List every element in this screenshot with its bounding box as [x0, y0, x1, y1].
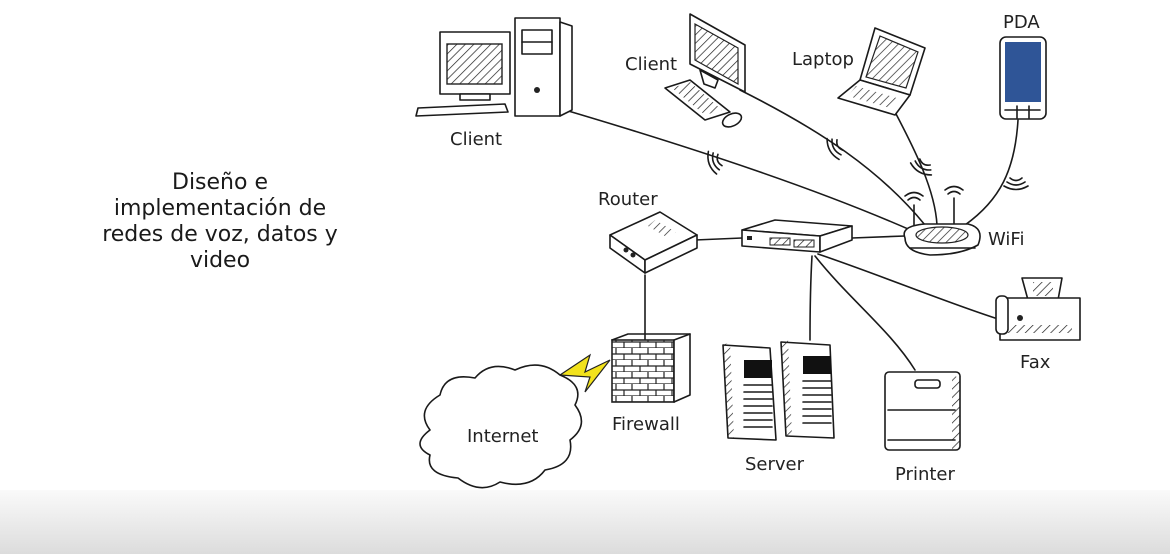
wireless-signal-icon	[1003, 177, 1029, 191]
laptop-label: Laptop	[792, 49, 854, 70]
desktop-computer-icon	[415, 17, 573, 117]
wifi-node[interactable]: WiFi	[903, 185, 1024, 256]
fax-icon	[995, 277, 1081, 341]
link-switch-wifi	[851, 235, 906, 239]
link-switch-server	[809, 255, 813, 341]
link-switch-printer	[814, 255, 916, 371]
bottom-gradient-band	[0, 490, 1170, 554]
wireless-signals	[707, 137, 1029, 191]
monitor-keyboard-icon	[664, 13, 746, 128]
printer-label: Printer	[895, 464, 955, 485]
internet-node[interactable]: Internet	[419, 364, 583, 489]
wifi-label: WiFi	[988, 229, 1024, 250]
network-switch-icon	[741, 219, 853, 253]
wireless-signal-icon	[909, 158, 933, 176]
title-line: redes de voz, datos y	[102, 222, 338, 247]
server-node[interactable]: Server	[722, 339, 835, 475]
wireless-signal-icon	[826, 137, 844, 161]
router-icon	[609, 211, 698, 274]
link-laptop-wifi	[894, 111, 938, 226]
link-pda-wifi	[964, 119, 1019, 226]
link-client-monitor-wifi	[739, 89, 926, 226]
laptop-node[interactable]: Laptop	[792, 27, 926, 116]
client-monitor-node[interactable]: Client	[625, 13, 746, 130]
server-label: Server	[745, 454, 805, 475]
lightning-bolt-icon	[558, 353, 611, 393]
link-client-desktop-wifi	[564, 109, 916, 233]
fax-label: Fax	[1020, 352, 1051, 373]
printer-node[interactable]: Printer	[884, 371, 961, 485]
slide-title: Diseño e implementación de redes de voz,…	[70, 170, 370, 274]
client-desktop-node[interactable]: Client	[415, 17, 573, 150]
pda-icon	[999, 36, 1047, 120]
network-diagram: Client Client Laptop	[415, 12, 1081, 489]
title-line: implementación de	[113, 196, 327, 221]
internet-label: Internet	[467, 426, 538, 447]
firewall-label: Firewall	[612, 414, 680, 435]
pda-label: PDA	[1003, 12, 1040, 33]
title-line: video	[189, 248, 251, 273]
title-line: Diseño e	[172, 170, 268, 195]
wifi-router-icon	[903, 185, 981, 256]
server-icon	[722, 339, 835, 441]
connections	[564, 89, 1019, 371]
client-monitor-label: Client	[625, 54, 677, 75]
firewall-icon	[611, 333, 691, 403]
router-node[interactable]: Router	[598, 189, 698, 274]
link-switch-fax	[817, 253, 996, 319]
fax-node[interactable]: Fax	[995, 277, 1081, 373]
client-desktop-label: Client	[450, 129, 502, 150]
laptop-icon	[837, 27, 926, 116]
link-router-switch	[694, 237, 743, 241]
switch-node[interactable]	[741, 219, 853, 253]
printer-icon	[884, 371, 961, 451]
pda-node[interactable]: PDA	[999, 12, 1047, 120]
slide: Diseño e implementación de redes de voz,…	[70, 12, 1081, 489]
wireless-signal-icon	[707, 150, 723, 175]
cloud-icon	[419, 364, 583, 489]
router-label: Router	[598, 189, 658, 210]
firewall-node[interactable]: Firewall	[611, 333, 691, 435]
